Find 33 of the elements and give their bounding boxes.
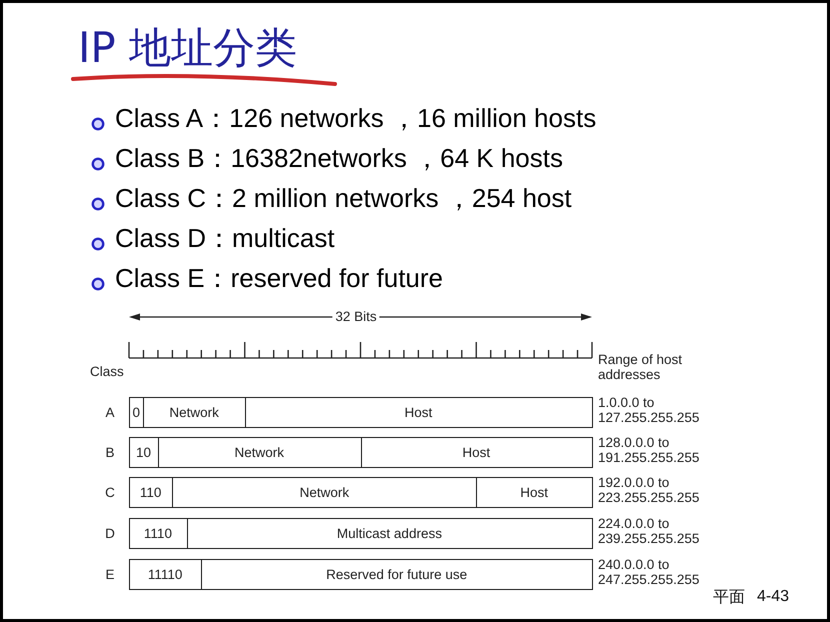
address-range: 192.0.0.0 to 223.255.255.255 [598, 475, 700, 505]
class-letter: C [105, 484, 115, 500]
class-letter: E [106, 566, 114, 582]
prefix-bits: 10 [136, 444, 151, 460]
class-letter: B [106, 444, 114, 460]
bullet-text: Class A：126 networks ，16 million hosts [115, 103, 596, 133]
column-heading: Range of host addresses [598, 352, 684, 382]
field-label: Reserved for future use [326, 566, 468, 582]
address-range: 128.0.0.0 to 191.255.255.255 [598, 435, 700, 465]
prefix-bits: 0 [132, 404, 140, 420]
prefix-bits: 11110 [148, 566, 182, 582]
bullet-text: Class B：16382networks ，64 K hosts [115, 143, 563, 173]
field-label: Multicast address [336, 526, 442, 542]
field-label: Network [169, 404, 219, 420]
class-letter: A [106, 404, 114, 420]
bullet-text: Class D：multicast [115, 223, 335, 253]
address-range: 240.0.0.0 to 247.255.255.255 [598, 557, 700, 587]
column-heading: Class [90, 364, 124, 380]
field-label: Host [520, 484, 548, 500]
field-label: Network [300, 484, 350, 500]
field-label: Network [234, 444, 284, 460]
bullet-text: Class C：2 million networks ，254 host [115, 183, 572, 213]
bullet-text: Class E：reserved for future [115, 263, 444, 293]
field-label: Host [404, 404, 432, 420]
address-range: 224.0.0.0 to 239.255.255.255 [598, 516, 700, 546]
field-label: Host [462, 444, 490, 460]
class-letter: D [105, 526, 115, 542]
page-number: 4-43 [757, 587, 790, 607]
footer-text: 平面 [713, 587, 745, 607]
prefix-bits: 110 [140, 484, 162, 500]
prefix-bits: 1110 [144, 526, 172, 542]
address-range: 1.0.0.0 to 127.255.255.255 [598, 395, 700, 425]
slide-title: IP 地址分类 [78, 24, 298, 72]
